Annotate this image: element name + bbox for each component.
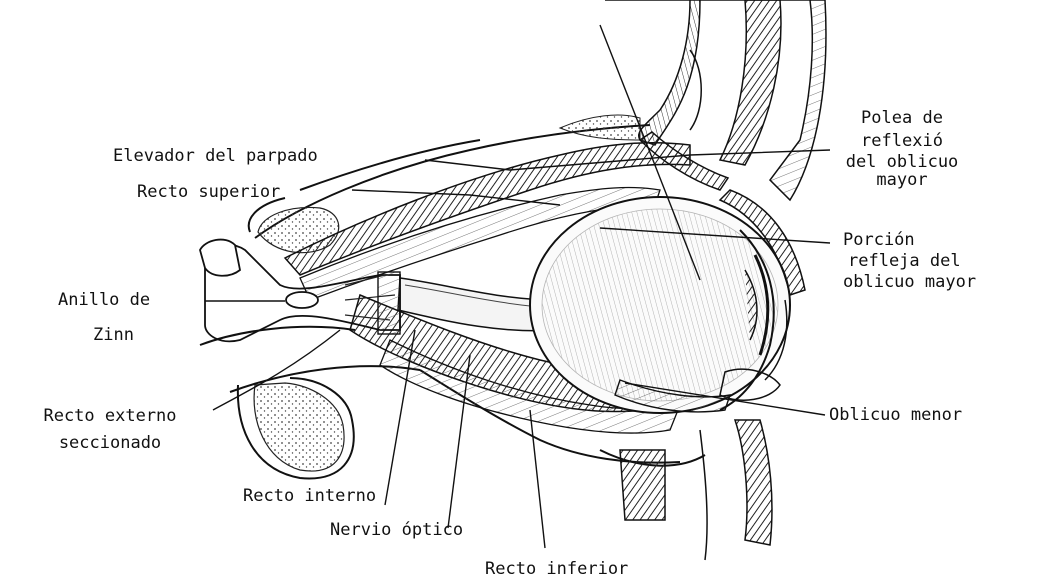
- label-anillo-line1: Anillo de: [58, 290, 150, 311]
- label-elevador: Elevador del parpado: [113, 146, 318, 167]
- label-polea-line2: reflexió: [822, 131, 982, 152]
- label-polea: Polea de reflexió del oblicuo mayor: [822, 108, 982, 191]
- label-recto-externo: Recto externo seccionado: [5, 406, 215, 454]
- frontal-bone: [605, 0, 826, 200]
- label-porcion: Porción refleja del oblicuo mayor: [843, 230, 976, 293]
- label-porcion-line3: oblicuo mayor: [843, 272, 976, 293]
- eyeball: [530, 197, 790, 413]
- label-polea-line1: Polea de: [822, 108, 982, 129]
- label-recto-externo-line1: Recto externo: [5, 406, 215, 427]
- label-recto-interno: Recto interno: [243, 486, 376, 507]
- label-nervio: Nervio óptico: [330, 520, 463, 541]
- label-porcion-line2: refleja del: [843, 251, 976, 272]
- label-recto-superior: Recto superior: [137, 182, 280, 203]
- label-recto-inferior: Recto inferior: [485, 559, 628, 580]
- label-oblicuo-menor: Oblicuo menor: [829, 405, 962, 426]
- label-anillo-line2: Zinn: [58, 325, 150, 346]
- label-polea-line4: mayor: [822, 170, 982, 191]
- label-porcion-line1: Porción: [843, 230, 976, 251]
- label-anillo: Anillo de Zinn: [58, 290, 150, 346]
- label-recto-externo-line2: seccionado: [5, 433, 215, 454]
